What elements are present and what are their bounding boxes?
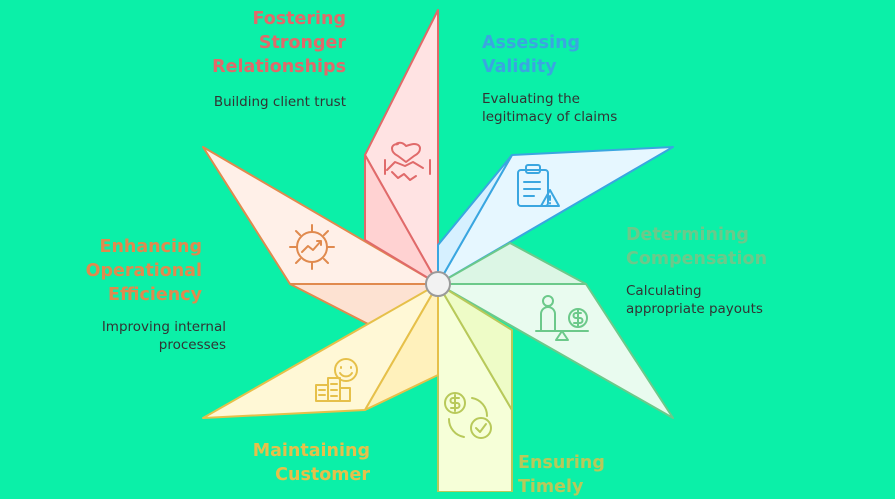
title-line: Efficiency xyxy=(108,285,202,305)
title-line: Timely xyxy=(518,477,584,497)
title-line: Customer xyxy=(275,465,370,485)
title-line: Enhancing xyxy=(99,237,203,257)
desc-line: Improving internal xyxy=(101,319,226,335)
desc-assessing-validity: Evaluating the legitimacy of claims xyxy=(482,90,682,126)
center-hub xyxy=(425,271,451,297)
desc-line: Evaluating the xyxy=(482,91,580,107)
title-enhancing-operational-efficiency: Enhancing Operational Efficiency xyxy=(22,235,202,307)
desc-line: Building client trust xyxy=(213,94,346,110)
desc-line: legitimacy of claims xyxy=(482,109,618,125)
title-assessing-validity: Assessing Validity xyxy=(482,31,662,79)
blade-maintaining-customer xyxy=(202,283,439,419)
title-line: Relationships xyxy=(212,57,346,77)
smiley-building-icon xyxy=(315,358,358,402)
title-line: Ensuring xyxy=(518,453,605,473)
title-line: Operational xyxy=(85,261,202,281)
blade-determining-compensation xyxy=(437,242,674,419)
desc-line: Calculating xyxy=(626,283,702,299)
blade-ensuring-timely xyxy=(437,283,513,492)
dollar-exchange-check-icon xyxy=(444,392,492,439)
handshake-heart-icon xyxy=(384,141,431,181)
title-line: Determining xyxy=(626,225,749,245)
title-line: Assessing xyxy=(482,33,581,53)
title-line: Maintaining xyxy=(252,441,370,461)
blade-fostering-stronger-relationships xyxy=(364,9,439,285)
desc-fostering-stronger-relationships: Building client trust xyxy=(146,93,346,111)
title-line: Compensation xyxy=(626,249,768,269)
title-line: Validity xyxy=(482,57,557,77)
desc-enhancing-operational-efficiency: Improving internal processes xyxy=(26,318,226,354)
title-line: Fostering xyxy=(252,9,346,29)
title-determining-compensation: Determining Compensation xyxy=(626,223,826,271)
title-fostering-stronger-relationships: Fostering Stronger Relationships xyxy=(166,7,346,79)
gear-chart-icon xyxy=(289,224,335,270)
desc-line: processes xyxy=(158,337,226,353)
clipboard-warning-icon xyxy=(517,164,560,207)
desc-line: appropriate payouts xyxy=(626,301,763,317)
desc-determining-compensation: Calculating appropriate payouts xyxy=(626,282,846,318)
person-scale-dollar-icon xyxy=(535,295,589,341)
title-line: Stronger xyxy=(258,33,346,53)
title-maintaining-customer: Maintaining Customer xyxy=(190,439,370,487)
